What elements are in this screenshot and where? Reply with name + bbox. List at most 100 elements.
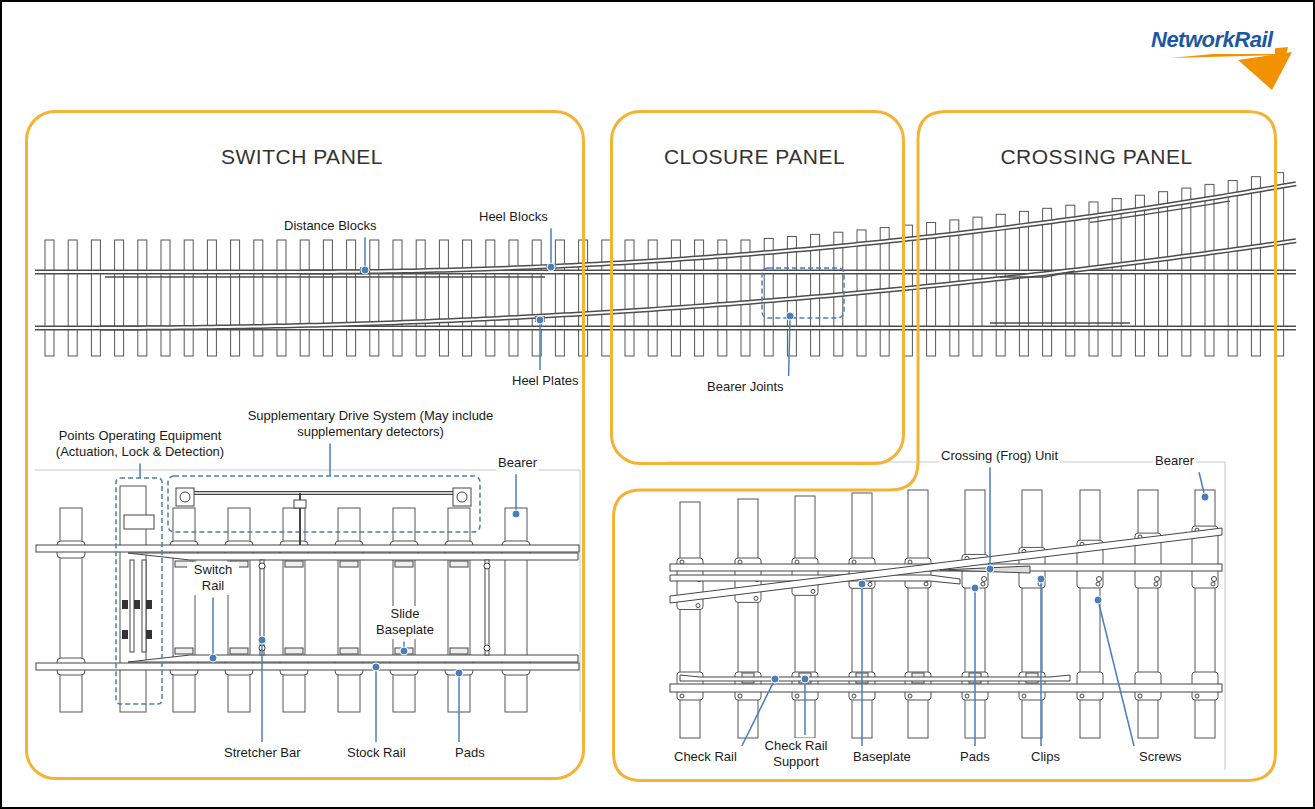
part-label: Stock Rail — [345, 745, 408, 761]
leader-line — [375, 667, 377, 742]
screw — [908, 560, 912, 564]
lock-rod — [130, 560, 134, 652]
screw — [795, 694, 799, 698]
crossing-detail — [668, 462, 1225, 770]
stretcher-joint — [259, 563, 265, 569]
part-label: Heel Blocks — [477, 209, 550, 225]
bearer — [173, 508, 195, 712]
distance-block — [360, 267, 370, 273]
bearer — [300, 240, 309, 356]
bearer — [927, 223, 936, 356]
bearer — [1138, 490, 1158, 738]
callout-dot — [536, 316, 544, 324]
screw — [1195, 694, 1199, 698]
screw — [811, 589, 815, 593]
callout-dot — [512, 510, 520, 518]
bearer — [625, 240, 634, 356]
points-operating-zone — [116, 478, 162, 704]
detection-rod — [142, 560, 146, 652]
callout-dot — [1201, 493, 1209, 501]
bearer — [1022, 490, 1042, 738]
bearer — [1080, 490, 1100, 738]
screw — [1211, 582, 1215, 586]
bearer — [91, 240, 100, 356]
bearer — [741, 240, 750, 356]
bearer — [680, 502, 700, 738]
bearer — [68, 240, 77, 356]
stock-rail — [36, 663, 579, 670]
bearer — [370, 240, 379, 356]
bearer — [973, 217, 982, 356]
bearer — [509, 240, 518, 356]
leader-line — [1040, 579, 1042, 746]
callout-dot — [771, 675, 779, 683]
callout-dot — [547, 263, 555, 271]
callout-dot — [1037, 575, 1045, 583]
callout-dot — [971, 584, 979, 592]
bearer — [161, 240, 170, 356]
bearer — [283, 508, 305, 712]
bearer — [648, 240, 657, 356]
leader-line — [364, 237, 366, 270]
bearer — [1066, 205, 1075, 356]
screw — [754, 596, 758, 600]
drawing-edge — [668, 462, 1225, 770]
bearer — [505, 508, 527, 712]
check-rail — [990, 322, 1130, 323]
drive-bracket — [294, 500, 306, 508]
part-label: Supplementary Drive System (May include … — [241, 408, 500, 441]
detector — [146, 600, 152, 609]
diverging-rail — [670, 528, 1222, 603]
leader-line — [804, 679, 806, 735]
callout-dot — [372, 663, 380, 671]
switch-rail — [128, 553, 578, 560]
bearer — [115, 240, 124, 356]
panel-region: CROSSING PANEL — [612, 110, 1277, 782]
screw — [1096, 582, 1100, 586]
panel-outline — [612, 110, 1277, 782]
slide-baseplate — [450, 648, 468, 654]
part-label: Heel Plates — [510, 373, 580, 389]
bearer — [393, 240, 402, 356]
logo-swoosh — [1238, 52, 1292, 90]
bearer — [228, 508, 250, 712]
screw — [965, 694, 969, 698]
check-rail — [1090, 201, 1230, 222]
bearer — [1112, 199, 1121, 356]
part-label: Check Rail Support — [758, 738, 834, 771]
detector — [146, 630, 152, 639]
part-label: Stretcher Bar — [222, 745, 303, 761]
callout-dot — [858, 580, 866, 588]
slide-baseplate — [285, 561, 303, 567]
callout-dot — [400, 647, 408, 655]
leader-line — [539, 320, 541, 370]
leader-line — [861, 584, 863, 746]
leader-line — [742, 679, 775, 746]
leader-line — [329, 444, 331, 477]
leader-line — [139, 464, 141, 479]
bearer — [347, 240, 356, 356]
supplementary-drive-zone — [168, 476, 480, 532]
slide-baseplate — [285, 648, 303, 654]
switch-detail — [35, 470, 580, 712]
part-label: Bearer — [496, 455, 539, 471]
screw — [908, 694, 912, 698]
bearer — [338, 508, 360, 712]
bearer — [602, 240, 611, 356]
bearer — [996, 214, 1005, 356]
logo-wordmark: NetworkRail — [1149, 26, 1275, 54]
detector — [122, 600, 128, 609]
leader-line — [261, 640, 263, 742]
leader-line — [1098, 600, 1134, 746]
screw — [852, 560, 856, 564]
part-label: Crossing (Frog) Unit — [939, 448, 1060, 464]
panel-heading: SWITCH PANEL — [25, 113, 579, 169]
heel-block — [546, 264, 556, 270]
stock-rail-head — [35, 271, 1296, 273]
detector — [122, 630, 128, 639]
drawing-edge — [35, 470, 580, 712]
slide-baseplate — [230, 648, 248, 654]
